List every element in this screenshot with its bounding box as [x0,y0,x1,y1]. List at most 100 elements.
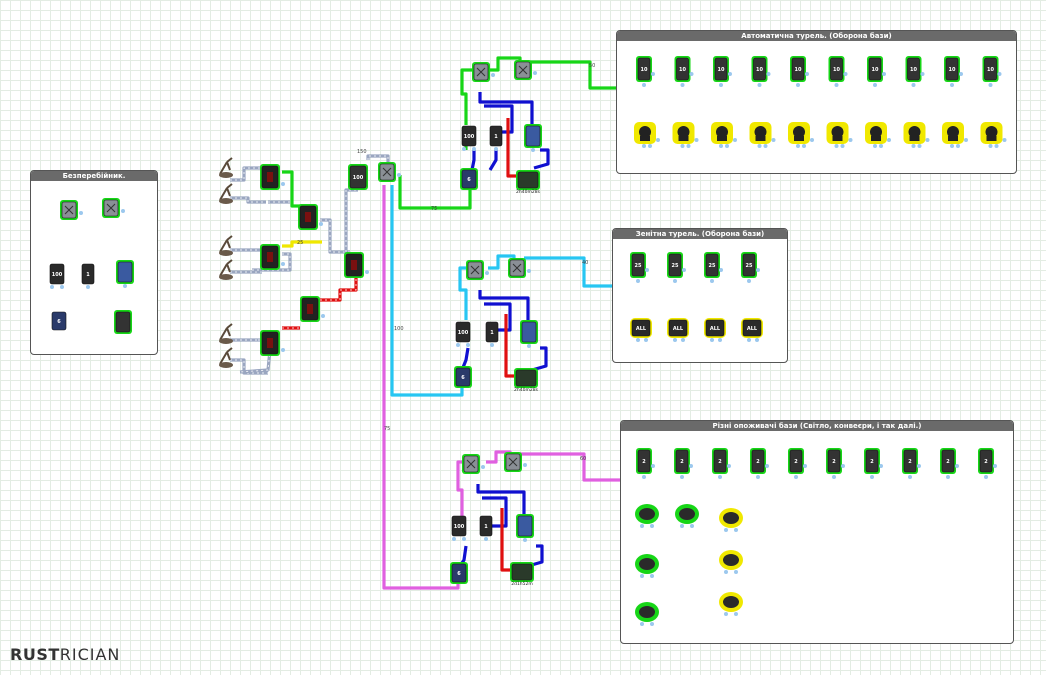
sam-power-2[interactable]: 25 [668,253,682,277]
io-port [946,475,950,479]
turret-power-9[interactable]: 10 [945,57,959,81]
auto-turret-8[interactable] [908,126,921,141]
sam-power-1[interactable]: 25 [631,253,645,277]
turret-power-10[interactable]: 10 [984,57,997,81]
io-port [123,284,127,288]
hub1-branch[interactable] [525,125,541,147]
hub1-branch-body [525,125,541,147]
hub2-timer[interactable] [515,369,537,387]
consumer-power-8[interactable]: 2 [903,449,917,473]
ups-switch-body [81,263,95,285]
io-port [523,463,527,467]
hub2-switch[interactable]: 1 [485,321,499,343]
sam-power-3[interactable]: 25 [705,253,719,277]
ups-switch[interactable]: 1 [81,263,95,285]
consumer-power-7[interactable]: 2 [865,449,879,473]
ceiling-light-1[interactable] [639,508,655,520]
io-port [734,528,738,532]
turret-power-5[interactable]: 10 [791,57,805,81]
sam-site-4[interactable]: ALL [742,319,762,337]
consumer-power-6[interactable]: 2 [827,449,841,473]
consumer-power-1-body [637,449,651,473]
auto-turret-9[interactable] [947,126,959,141]
io-port [834,144,839,148]
auto-turret-base [640,136,650,141]
auto-turret-4[interactable] [754,126,767,141]
io-port [484,537,488,541]
hub2-smart-switch[interactable]: 6 [455,367,471,387]
io-port [321,314,325,318]
sam-site-2[interactable]: ALL [668,319,688,337]
consumer-power-9[interactable]: 2 [941,449,955,473]
hub1-timer-body [517,171,539,189]
consumer-power-4[interactable]: 2 [751,449,765,473]
ups-smart-switch[interactable]: 6 [51,311,67,331]
ceiling-light-4[interactable] [639,606,655,618]
consumer-power-2[interactable]: 2 [675,449,689,473]
hub1-smart-switch[interactable]: 6 [461,169,477,189]
sam-power-4[interactable]: 25 [742,253,756,277]
turret-power-4[interactable]: 10 [753,57,766,81]
hub2-battery[interactable]: 100 [455,321,471,343]
ups-battery[interactable]: 100 [49,263,65,285]
hub3-timer[interactable] [511,563,533,581]
hub1-battery[interactable]: 100 [461,125,477,147]
io-port [636,279,640,283]
ups-root[interactable] [115,311,131,333]
auto-turret-icon [716,126,728,138]
consumer-power-4-label: 2 [756,459,760,465]
wire-label-hub1: 50 [589,63,595,69]
hub3-branch[interactable] [517,515,533,537]
hub2-branch[interactable] [521,321,537,343]
io-port [719,268,723,272]
ceiling-light-3[interactable] [639,558,655,570]
conveyor-3[interactable] [723,596,739,608]
hub3-battery[interactable]: 100 [451,515,467,537]
wire-hub1 [470,150,476,171]
turret-power-1[interactable]: 10 [637,57,651,81]
wire-hub3 [527,544,544,568]
wind-turbine-icon [219,347,233,365]
auto-turret-5[interactable] [793,126,805,141]
io-port [650,622,654,626]
turret-power-7[interactable]: 10 [868,57,882,81]
consumer-power-10[interactable]: 2 [979,449,993,473]
wind-turbine-base [219,250,233,256]
sam-site-3[interactable]: ALL [705,319,725,337]
combiner-1[interactable]: 100 [349,165,367,189]
hub3-switch-body [479,515,493,537]
conveyor-2[interactable] [723,554,739,566]
wind-turbine-1[interactable] [219,157,233,178]
ceiling-light-2[interactable] [679,508,695,520]
turret-power-6[interactable]: 10 [830,57,843,81]
auto-turret-10[interactable] [985,126,998,141]
ups-branch[interactable] [117,261,133,283]
consumer-power-3[interactable]: 2 [713,449,727,473]
turret-power-8[interactable]: 10 [907,57,920,81]
turret-power-2[interactable]: 10 [676,57,689,81]
auto-turret-2[interactable] [677,126,690,141]
hub2-battery-body [455,321,471,343]
auto-turret-3[interactable] [716,126,728,141]
consumer-power-5[interactable]: 2 [789,449,803,473]
conveyor-1[interactable] [723,512,739,524]
wind-turbine-5[interactable] [219,323,233,344]
wind-turbine-4[interactable] [219,259,233,280]
consumer-power-1[interactable]: 2 [637,449,651,473]
auto-turret-1[interactable] [639,126,651,141]
hub3-switch[interactable]: 1 [479,515,493,537]
auto-turret-7[interactable] [870,126,882,141]
sam-site-1[interactable]: ALL [631,319,651,337]
turret-power-3[interactable]: 10 [714,57,728,81]
wind-turbine-2[interactable] [219,183,233,204]
io-port [964,138,968,142]
hub3-smart-switch[interactable]: 6 [451,563,467,583]
wind-turbine-6[interactable] [219,347,233,368]
sam-power-4-body [742,253,756,277]
hub1-switch[interactable]: 1 [489,125,503,147]
consumer-power-6-label: 2 [832,459,836,465]
wind-turbine-3[interactable] [219,235,233,256]
io-port [832,475,836,479]
hub1-timer[interactable] [517,171,539,189]
auto-turret-6[interactable] [831,126,844,141]
